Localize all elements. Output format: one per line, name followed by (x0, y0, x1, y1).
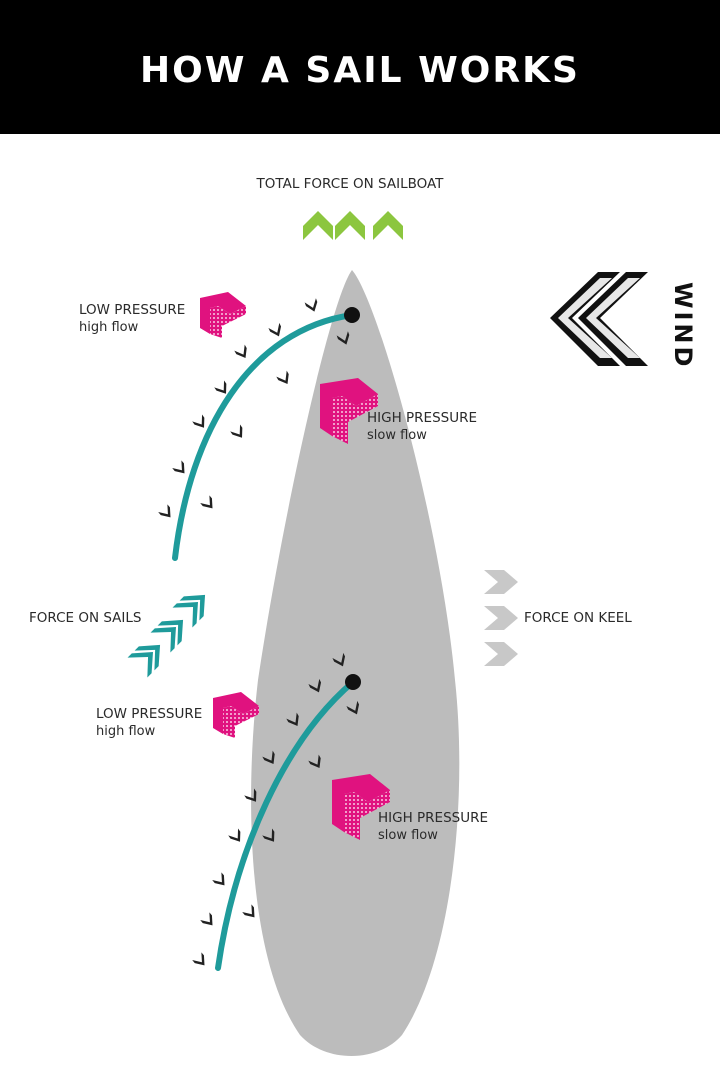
lower-low-pressure-icon (213, 692, 259, 738)
upper-high-pressure-label: HIGH PRESSURE slow flow (367, 410, 477, 444)
page-title: HOW A SAIL WORKS (140, 49, 580, 91)
force-on-keel-label: FORCE ON KEEL (524, 610, 632, 626)
lower-low-pressure-label: LOW PRESSURE high flow (96, 706, 202, 740)
upper-high-pressure-icon (320, 378, 378, 444)
total-force-icon (303, 211, 403, 240)
upper-low-pressure-label: LOW PRESSURE high flow (79, 302, 185, 336)
force-on-sails-label: FORCE ON SAILS (29, 610, 142, 626)
force-on-keel-icon (484, 570, 518, 666)
lower-low-pressure-title: LOW PRESSURE (96, 706, 203, 722)
lower-high-pressure-sub: slow flow (378, 828, 438, 843)
lower-mast (345, 674, 361, 690)
lower-high-pressure-icon (332, 774, 390, 840)
total-force-label: TOTAL FORCE ON SAILBOAT (256, 176, 444, 192)
hull (251, 270, 460, 1056)
flow-arrows (158, 298, 360, 966)
lower-high-pressure-label: HIGH PRESSURE slow flow (378, 810, 488, 844)
upper-mast (344, 307, 360, 323)
upper-low-pressure-sub: high flow (79, 320, 139, 335)
header-bar: HOW A SAIL WORKS (0, 0, 720, 134)
upper-sail (172, 312, 355, 561)
upper-high-pressure-title: HIGH PRESSURE (367, 410, 478, 426)
lower-low-pressure-sub: high flow (96, 724, 156, 739)
lower-high-pressure-title: HIGH PRESSURE (378, 810, 489, 826)
wind-icon (550, 272, 648, 366)
upper-high-pressure-sub: slow flow (367, 428, 427, 443)
lower-sail (215, 679, 356, 971)
force-on-sails-icon (127, 594, 206, 678)
wind-label: WIND (669, 282, 697, 370)
upper-low-pressure-icon (200, 292, 246, 338)
upper-low-pressure-title: LOW PRESSURE (79, 302, 186, 318)
